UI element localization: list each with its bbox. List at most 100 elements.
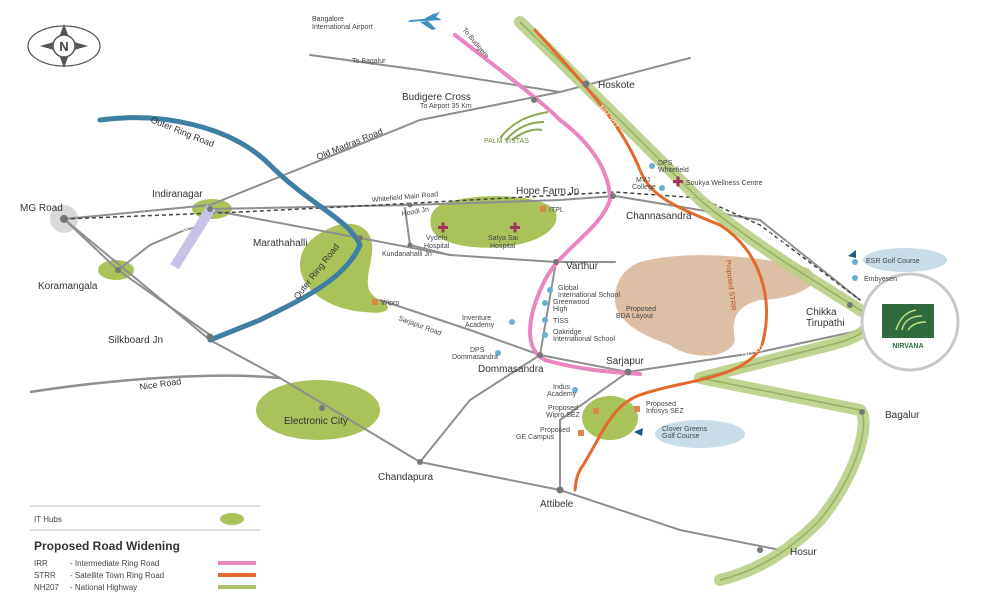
marker-ge-campus: [578, 430, 584, 436]
label-wipro-sez: Proposed: [548, 405, 578, 412]
label-esr: ESR Golf Course: [866, 258, 920, 265]
golf-flag-icon: [848, 250, 856, 258]
label-dps-whitefield-sub: Whitefield: [658, 167, 689, 174]
label-dps-domm: DPS: [470, 347, 485, 354]
poi-dot-embyesen: [852, 275, 858, 281]
airplane-icon: [408, 12, 442, 30]
poi-dot-tiss: [542, 317, 548, 323]
hospital-icon: [510, 222, 520, 233]
label-channasandra: Channasandra: [626, 211, 692, 222]
clover-greens-golf-area: [655, 420, 745, 448]
legend-it-hubs-label: IT Hubs: [34, 515, 62, 524]
outer-ring-road: [97, 115, 363, 343]
label-marathahalli: Marathahalli: [253, 238, 307, 249]
label-vydehi-sub: Hospital: [424, 243, 450, 250]
compass-icon: N: [27, 24, 101, 68]
junction-chandapura: [417, 459, 423, 465]
junction-sarjapur: [624, 368, 632, 376]
label-hoskote: Hoskote: [598, 80, 635, 91]
label-satya-sai-sub: Hospital: [490, 243, 516, 250]
marker-wipro: [372, 299, 378, 305]
junction-silkboard: [206, 333, 214, 341]
areas: [50, 196, 947, 448]
label-ge-campus-sub: GE Campus: [516, 434, 555, 441]
label-kundanahalli: Kundanahalli Jn: [382, 251, 432, 258]
label-chandapura: Chandapura: [378, 472, 433, 483]
label-clover-sub: Golf Course: [662, 433, 699, 440]
grey-roads: [63, 54, 863, 551]
road-whitefield-main: [209, 195, 616, 210]
road-sarjapur-attibele: [559, 371, 629, 491]
label-clover: Clover Greens: [662, 426, 708, 433]
label-oakridge: Oakridge: [553, 329, 582, 336]
poi-dot-mvj: [659, 185, 665, 191]
junction-indiranagar: [207, 206, 213, 212]
junction-kundanahalli: [407, 242, 413, 248]
legend-code-nh207: NH207: [34, 583, 59, 592]
marker-wipro-sez: [593, 408, 599, 414]
legend-desc-strr: - Satellite Town Ring Road: [70, 571, 164, 580]
road-dommasandra-chandapura: [419, 354, 541, 463]
road-label-nh207-bottom: NH 207: [808, 473, 830, 501]
road-hopefarm-south: [539, 261, 557, 356]
legend-it-hubs-swatch: [220, 513, 244, 525]
project-marker: NIRVANA: [860, 272, 960, 372]
project-logo-box: [882, 304, 934, 338]
poi-dot-esr: [852, 259, 858, 265]
poi-dot-greenwood: [542, 300, 548, 306]
label-inventure-sub: Academy: [465, 322, 495, 329]
road-label-old-madras: Old Madras Road: [315, 126, 384, 162]
poi-dot-dps-domm: [495, 350, 501, 356]
label-hosur: Hosur: [790, 547, 817, 558]
label-greenwood: Greenwood: [553, 299, 589, 306]
hospital-icons: [438, 176, 683, 233]
legend: IT Hubs Proposed Road Widening IRR - Int…: [30, 505, 260, 592]
junction-mg-road: [60, 215, 68, 223]
bda-layout-area: [615, 255, 815, 356]
label-varthur: Varthur: [566, 261, 599, 272]
label-itpl: ITPL: [549, 207, 564, 214]
label-airport: Bangalore: [312, 16, 344, 23]
label-bda-sub: BDA Layout: [616, 313, 653, 320]
label-global-sub: International School: [558, 292, 620, 299]
marker-infosys-sez: [634, 406, 640, 412]
label-embyesen: Embyesen: [864, 276, 897, 283]
label-budigere: Budigere Cross: [402, 92, 471, 103]
project-name-label: NIRVANA: [892, 343, 923, 350]
old-madras-road: [63, 57, 691, 220]
golf-flag-icon: [634, 428, 643, 436]
it-hub-itpl: [430, 196, 557, 248]
label-palm-vistas: PALM VISTAS: [484, 138, 529, 145]
nice-road: [29, 374, 281, 394]
label-dps-whitefield: DPS: [658, 160, 673, 167]
label-indus: Indus: [553, 384, 571, 391]
poi-dot-oakridge: [542, 332, 548, 338]
label-infosys-sez: Proposed: [646, 401, 676, 408]
inner-ring-road-band: [170, 204, 216, 270]
label-electronic-city: Electronic City: [284, 416, 348, 427]
label-hoodi: Hoodi Jn: [401, 206, 430, 218]
junction-hoskote: [582, 80, 590, 88]
label-silkboard: Silkboard Jn: [108, 335, 163, 346]
poi-dot-dps-whitefield: [649, 163, 655, 169]
junction-hosur: [757, 547, 763, 553]
junction-attibele: [556, 486, 564, 494]
label-wipro-sez-sub: Wipro SEZ: [546, 412, 581, 419]
label-mvj-sub: College: [632, 184, 656, 191]
legend-code-irr: IRR: [34, 559, 48, 568]
label-mg-road: MG Road: [20, 203, 63, 214]
label-koramangala: Koramangala: [38, 281, 98, 292]
label-attibele: Attibele: [540, 499, 574, 510]
proposed-strr-road: [533, 28, 769, 492]
poi-dot-global: [547, 287, 553, 293]
label-dps-domm-sub: Dommasandra: [452, 354, 498, 361]
legend-title: Proposed Road Widening: [34, 539, 180, 553]
label-budigere-sub: To Airport 35 Km: [420, 103, 472, 110]
junction-dommasandra: [537, 352, 543, 358]
label-indus-sub: Academy: [547, 391, 577, 398]
square-markers: [372, 206, 640, 436]
road-to-bagalur: [309, 54, 561, 93]
label-oakridge-sub: International School: [553, 336, 615, 343]
label-bda: Proposed: [626, 306, 656, 313]
label-satya-sai: Satya Sai: [488, 235, 518, 242]
